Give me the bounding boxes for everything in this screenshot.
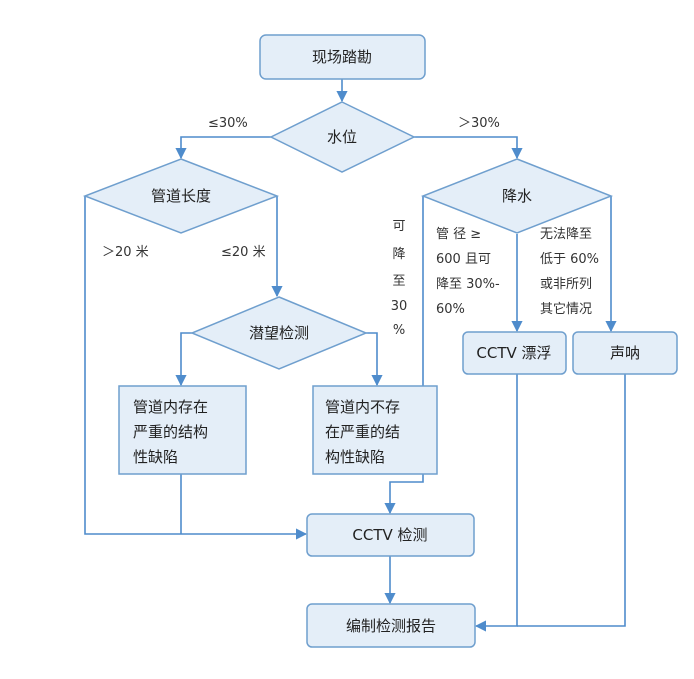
label-cannot-line4: 其它情况 xyxy=(540,301,592,317)
node-periscope: 潜望检测 xyxy=(190,296,368,370)
label-can-lower-char-1: 降 xyxy=(392,247,405,262)
node-cctv-float-label: CCTV 漂浮 xyxy=(476,344,551,362)
node-cctv-float: CCTV 漂浮 xyxy=(462,331,567,375)
edge-water-to-pipe-length xyxy=(175,136,271,160)
label-cannot-line1: 无法降至 xyxy=(540,227,592,242)
label-can-lower-char-2: 至 xyxy=(392,274,405,289)
label-cannot-line3: 或非所列 xyxy=(540,277,592,292)
label-cannot-lower-condition: 无法降至 低于 60% 或非所列 其它情况 xyxy=(540,227,599,317)
label-pipe-diameter-condition: 管 径 ≥ 600 且可 降至 30%- 60% xyxy=(436,227,500,317)
label-can-lower-char-4: % xyxy=(393,323,405,338)
node-sonar-label: 声呐 xyxy=(610,344,640,362)
edge-sonar-to-report xyxy=(517,374,626,627)
edge-dewater-can-lower-to-cctv xyxy=(384,196,424,515)
node-survey-label: 现场踏勘 xyxy=(312,48,372,66)
edge-periscope-to-not-severe xyxy=(366,332,383,387)
node-no-severe-line2: 在严重的结 xyxy=(325,423,400,441)
label-length-le20: ≤20 米 xyxy=(221,245,266,260)
label-pipe-dia-line3: 降至 30%- xyxy=(436,277,500,292)
node-severe-line1: 管道内存在 xyxy=(133,398,208,416)
label-water-le30: ≤30% xyxy=(208,116,248,131)
node-survey: 现场踏勘 xyxy=(259,34,426,80)
edge-water-to-dewater xyxy=(414,136,523,160)
node-cctv-inspect-label: CCTV 检测 xyxy=(352,526,427,544)
node-severe-line2: 严重的结构 xyxy=(133,423,208,441)
edge-pipe-length-gt20-to-cctv xyxy=(84,196,308,540)
node-report-label: 编制检测报告 xyxy=(346,617,436,635)
node-dewater-label: 降水 xyxy=(502,187,532,205)
node-water-level-label: 水位 xyxy=(327,128,357,146)
node-sonar: 声呐 xyxy=(572,331,678,375)
label-water-gt30: ＞30% xyxy=(458,116,500,131)
node-water-level: 水位 xyxy=(269,101,416,173)
node-report: 编制检测报告 xyxy=(306,603,476,648)
node-dewater: 降水 xyxy=(420,158,614,234)
node-cctv-inspect: CCTV 检测 xyxy=(306,513,475,557)
node-pipe-length-label: 管道长度 xyxy=(151,187,211,205)
label-pipe-dia-line1: 管 径 ≥ xyxy=(436,227,481,242)
node-severe-line3: 性缺陷 xyxy=(133,448,178,466)
node-no-severe-line1: 管道内不存 xyxy=(325,398,400,416)
edges xyxy=(84,79,626,632)
label-length-gt20: ＞20 米 xyxy=(102,245,149,260)
label-cannot-line2: 低于 60% xyxy=(540,252,599,267)
node-no-severe-line3: 构性缺陷 xyxy=(325,448,385,466)
node-pipe-length: 管道长度 xyxy=(82,158,280,234)
label-pipe-dia-line4: 60% xyxy=(436,302,465,317)
label-can-lower-char-0: 可 xyxy=(392,219,405,234)
node-severe-defect: 管道内存在 严重的结构 性缺陷 xyxy=(118,385,247,475)
edge-periscope-to-severe xyxy=(175,332,192,387)
node-no-severe-defect: 管道内不存 在严重的结 构性缺陷 xyxy=(312,385,438,475)
label-pipe-dia-line2: 600 且可 xyxy=(436,252,491,267)
label-can-lower-char-3: 30 xyxy=(391,299,408,314)
edge-cctv-float-to-report xyxy=(474,374,518,632)
label-can-lower-vertical: 可 降 至 30 % xyxy=(391,219,408,338)
node-periscope-label: 潜望检测 xyxy=(249,324,309,342)
